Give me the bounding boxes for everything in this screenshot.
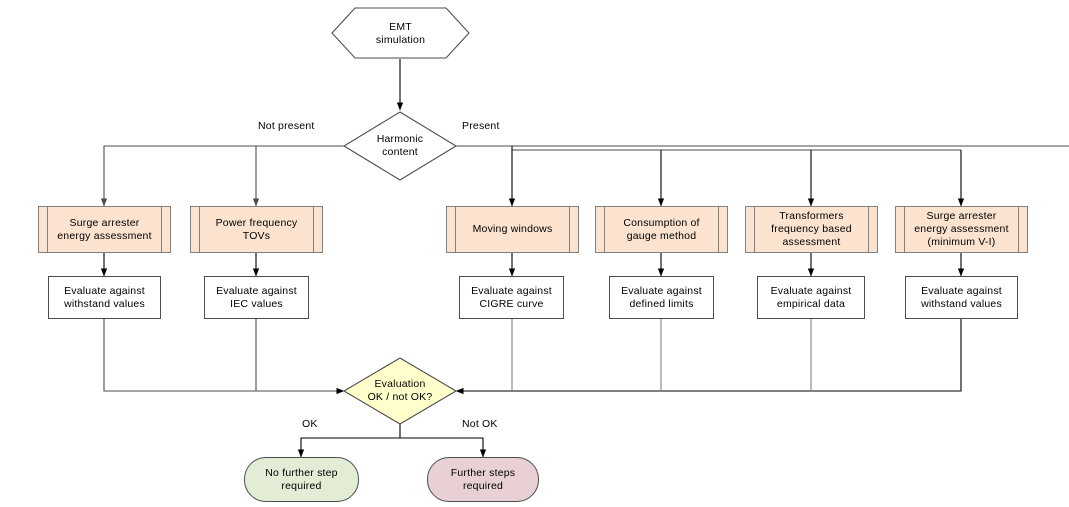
evaluation-line1: Evaluate against: [471, 284, 552, 297]
edge-decision-to-terminals: [297, 424, 487, 458]
start-hexagon-shape: [331, 7, 470, 59]
evaluation-against-withstand-values-2[interactable]: Evaluate against withstand values: [905, 276, 1018, 319]
process-moving-windows[interactable]: Moving windows: [446, 206, 579, 253]
edge-evaluation-to-decision-left: [103, 319, 345, 395]
predefined-process-bars: [47, 207, 162, 252]
evaluation-line2: withstand values: [921, 297, 1002, 310]
process-line3: assessment: [782, 236, 841, 248]
process-surge-arrester-energy-assessment-minimum-vi[interactable]: Surge arrester energy assessment (minimu…: [895, 206, 1028, 253]
evaluation-line1: Evaluate against: [770, 284, 852, 297]
terminal-further-steps-required[interactable]: Further steps required: [427, 457, 539, 502]
process-line1: Surge arrester: [926, 210, 997, 222]
process-transformers-frequency-based-assessment[interactable]: Transformers frequency based assessment: [745, 206, 878, 253]
evaluation-label: Evaluate against withstand values: [917, 285, 1006, 311]
evaluation-against-cigre-curve[interactable]: Evaluate against CIGRE curve: [459, 276, 564, 319]
terminal-line2: required: [462, 479, 504, 492]
evaluation-line2: IEC values: [230, 297, 283, 310]
process-power-frequency-tovs[interactable]: Power frequency TOVs: [190, 206, 323, 253]
edge-label-present: Present: [462, 120, 500, 132]
terminal-label: Further steps required: [451, 467, 515, 493]
process-line2: energy assessment: [57, 229, 152, 242]
terminal-label: No further step required: [265, 467, 337, 493]
evaluation-line2: withstand values: [64, 297, 145, 310]
process-line1: Power frequency: [215, 216, 298, 229]
process-label: Surge arrester energy assessment (minimu…: [903, 210, 1019, 249]
evaluation-against-empirical-data[interactable]: Evaluate against empirical data: [757, 276, 865, 319]
evaluation-against-withstand-values[interactable]: Evaluate against withstand values: [48, 276, 161, 319]
process-label: Transformers frequency based assessment: [760, 210, 863, 249]
process-line2: energy assessment: [914, 223, 1009, 235]
process-line3: (minimum V-I): [927, 236, 996, 248]
edge-label-not-ok: Not OK: [462, 418, 498, 430]
process-label: Surge arrester energy assessment: [46, 217, 162, 243]
evaluation-line1: Evaluate against: [921, 284, 1002, 297]
process-surge-arrester-energy-assessment[interactable]: Surge arrester energy assessment: [38, 206, 171, 253]
terminal-line1: No further step: [265, 466, 338, 479]
evaluation-against-defined-limits[interactable]: Evaluate against defined limits: [609, 276, 714, 319]
evaluation-line1: Evaluate against: [64, 284, 145, 297]
process-line1: Transformers: [779, 210, 844, 222]
edge-evaluation-to-decision-right: [455, 319, 962, 395]
process-line2: TOVs: [242, 229, 271, 242]
evaluation-label: Evaluate against withstand values: [60, 285, 149, 311]
evaluation-line2: empirical data: [776, 297, 846, 310]
process-label: Consumption of gauge method: [612, 217, 710, 243]
edge-method-to-evaluation: [100, 253, 965, 277]
process-line1: Consumption of: [623, 216, 700, 229]
evaluation-label: Evaluate against empirical data: [767, 285, 856, 311]
terminal-line1: Further steps: [450, 466, 516, 479]
predefined-process-bars: [904, 207, 1019, 252]
evaluation-against-iec-values[interactable]: Evaluate against IEC values: [204, 276, 309, 319]
evaluation-label: Evaluate against CIGRE curve: [467, 285, 556, 311]
evaluation-label: Evaluate against IEC values: [212, 285, 301, 311]
terminal-line2: required: [281, 479, 322, 492]
process-line1: Surge arrester: [69, 216, 140, 229]
evaluation-line1: Evaluate against: [216, 284, 297, 297]
edge-label-ok: OK: [302, 418, 318, 430]
terminal-no-further-step-required[interactable]: No further step required: [244, 457, 359, 502]
edge-label-not-present: Not present: [258, 120, 315, 132]
process-line2: gauge method: [626, 229, 697, 242]
evaluation-line2: defined limits: [629, 297, 694, 310]
predefined-process-bars: [604, 207, 719, 252]
evaluation-diamond-shape: [342, 357, 458, 425]
predefined-process-bars: [754, 207, 869, 252]
edge-harmonic-present: [456, 145, 1069, 207]
process-line2: frequency based: [771, 223, 852, 235]
evaluation-label: Evaluate against defined limits: [617, 285, 706, 311]
process-label: Moving windows: [462, 223, 564, 236]
evaluation-line1: Evaluate against: [621, 284, 702, 297]
harmonic-diamond-shape: [342, 111, 458, 181]
process-line1: Moving windows: [472, 223, 553, 235]
predefined-process-bars: [455, 207, 570, 252]
edge-harmonic-not-present: [100, 145, 344, 207]
predefined-process-bars: [199, 207, 314, 252]
evaluation-line2: CIGRE curve: [479, 297, 544, 310]
process-label: Power frequency TOVs: [205, 217, 309, 243]
process-consumption-of-gauge-method[interactable]: Consumption of gauge method: [595, 206, 728, 253]
